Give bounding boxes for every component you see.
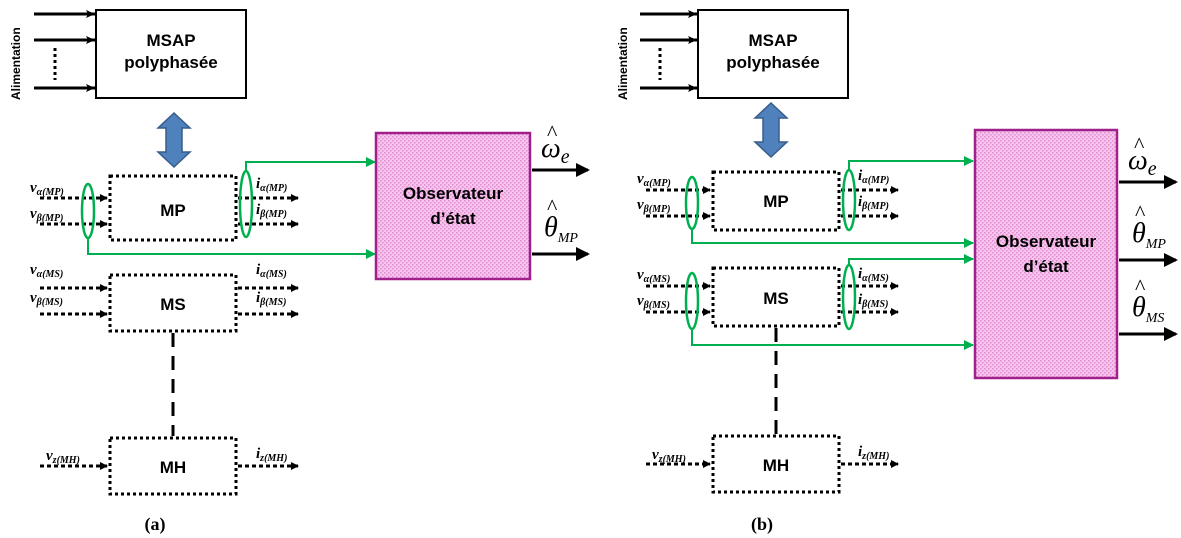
observer-title: Observateur bbox=[403, 184, 504, 203]
voltage-signal-line bbox=[87, 238, 376, 259]
mp-output-alpha-label: iα(MP) bbox=[858, 168, 889, 186]
omega-symbol: ω bbox=[1128, 145, 1148, 176]
mp-block bbox=[108, 174, 238, 242]
ms-input-beta-label: vβ(MS) bbox=[637, 293, 670, 311]
ms-label: MS bbox=[763, 289, 789, 308]
ms-output-alpha-label: iα(MS) bbox=[858, 266, 889, 284]
msap-subtitle: polyphasée bbox=[726, 53, 820, 72]
panel-b: Alimentation MSAP polyphasée MP MS MH vα… bbox=[616, 9, 1178, 535]
mh-output-label: iz(MH) bbox=[256, 446, 287, 464]
state-observer-block bbox=[973, 128, 1119, 380]
theta-subscript: MP bbox=[557, 231, 579, 246]
theta-symbol: θ bbox=[544, 212, 558, 243]
voltage-pickup-ellipse bbox=[684, 175, 700, 231]
current-signal-line bbox=[245, 157, 376, 171]
msap-title: MSAP bbox=[748, 31, 797, 50]
coupling-double-arrow bbox=[156, 111, 192, 169]
observer-subtitle: d’état bbox=[430, 209, 476, 228]
mp-output-beta-label: iβ(MP) bbox=[858, 194, 889, 212]
ms-voltage-signal-line bbox=[691, 329, 974, 350]
mh-input-label: vz(MH) bbox=[652, 447, 686, 465]
ms-input-beta-label: vβ(MS) bbox=[30, 290, 63, 308]
current-pickup-ellipse bbox=[238, 169, 254, 239]
ms-block bbox=[711, 266, 841, 328]
msap-box bbox=[95, 9, 247, 99]
svg-text:θMP: θMP bbox=[1132, 218, 1166, 252]
state-observer-block bbox=[374, 131, 532, 281]
msap-box bbox=[697, 9, 849, 99]
mh-block bbox=[108, 436, 238, 496]
caption-b: (b) bbox=[751, 514, 773, 535]
observer-title: Observateur bbox=[996, 232, 1097, 251]
msap-subtitle: polyphasée bbox=[124, 53, 218, 72]
svg-text:ωe: ωe bbox=[1128, 145, 1157, 180]
mp-input-alpha-label: vα(MP) bbox=[30, 180, 64, 198]
ms-output-alpha-label: iα(MS) bbox=[256, 262, 287, 280]
caption-a: (a) bbox=[145, 514, 166, 535]
theta-mp-estimate: θMP ^ bbox=[1132, 200, 1166, 252]
svg-text:θMS: θMS bbox=[1132, 292, 1164, 326]
mp-input-beta-label: vβ(MP) bbox=[30, 206, 63, 224]
hat-accent: ^ bbox=[1135, 200, 1146, 225]
ms-output-beta-label: iβ(MS) bbox=[256, 290, 286, 308]
alimentation-label: Alimentation bbox=[9, 27, 23, 100]
omega-subscript: e bbox=[561, 146, 570, 168]
hat-accent: ^ bbox=[1135, 274, 1146, 299]
omega-subscript: e bbox=[1148, 158, 1157, 180]
msap-title: MSAP bbox=[146, 31, 195, 50]
mp-block bbox=[711, 170, 841, 232]
current-pickup-ellipse bbox=[841, 168, 857, 232]
mh-block bbox=[711, 434, 841, 494]
mp-output-beta-label: iβ(MP) bbox=[256, 202, 287, 220]
voltage-pickup-ellipse bbox=[684, 271, 700, 331]
theta-mp-estimate: θMP ^ bbox=[544, 194, 578, 246]
ms-block bbox=[108, 273, 238, 333]
theta-ms-estimate: θMS ^ bbox=[1132, 274, 1164, 326]
mh-output-label: iz(MH) bbox=[858, 444, 889, 462]
panel-a: Alimentation MSAP polyphasée MP MS MH vα… bbox=[9, 9, 590, 535]
hat-accent: ^ bbox=[547, 120, 558, 145]
mp-label: MP bbox=[160, 201, 186, 220]
theta-symbol: θ bbox=[1132, 292, 1146, 323]
svg-text:ωe: ωe bbox=[541, 133, 570, 168]
mp-input-beta-label: vβ(MP) bbox=[637, 197, 670, 215]
ms-current-signal-line bbox=[848, 254, 974, 265]
mp-current-signal-line bbox=[848, 156, 974, 170]
mp-input-alpha-label: vα(MP) bbox=[637, 171, 671, 189]
current-pickup-ellipse bbox=[841, 263, 857, 331]
ms-output-beta-label: iβ(MS) bbox=[858, 292, 888, 310]
mh-input-label: vz(MH) bbox=[46, 448, 80, 466]
theta-symbol: θ bbox=[1132, 218, 1146, 249]
alimentation-label: Alimentation bbox=[616, 27, 630, 100]
mh-label: MH bbox=[160, 458, 186, 477]
mh-label: MH bbox=[763, 456, 789, 475]
mp-output-alpha-label: iα(MP) bbox=[256, 176, 287, 194]
ms-label: MS bbox=[160, 295, 186, 314]
mp-voltage-signal-line bbox=[691, 229, 974, 248]
theta-subscript: MS bbox=[1145, 311, 1165, 326]
theta-subscript: MP bbox=[1145, 237, 1167, 252]
coupling-double-arrow bbox=[753, 101, 789, 159]
ms-input-alpha-label: vα(MS) bbox=[30, 262, 63, 280]
hat-accent: ^ bbox=[547, 194, 558, 219]
ms-input-alpha-label: vα(MS) bbox=[637, 267, 670, 285]
mp-label: MP bbox=[763, 192, 789, 211]
voltage-pickup-ellipse bbox=[80, 182, 96, 240]
hat-accent: ^ bbox=[1134, 132, 1145, 157]
observer-subtitle: d’état bbox=[1023, 257, 1069, 276]
omega-e-estimate: ωe ^ bbox=[1128, 132, 1157, 180]
omega-symbol: ω bbox=[541, 133, 561, 164]
omega-e-estimate: ωe ^ bbox=[541, 120, 570, 168]
svg-text:θMP: θMP bbox=[544, 212, 578, 246]
